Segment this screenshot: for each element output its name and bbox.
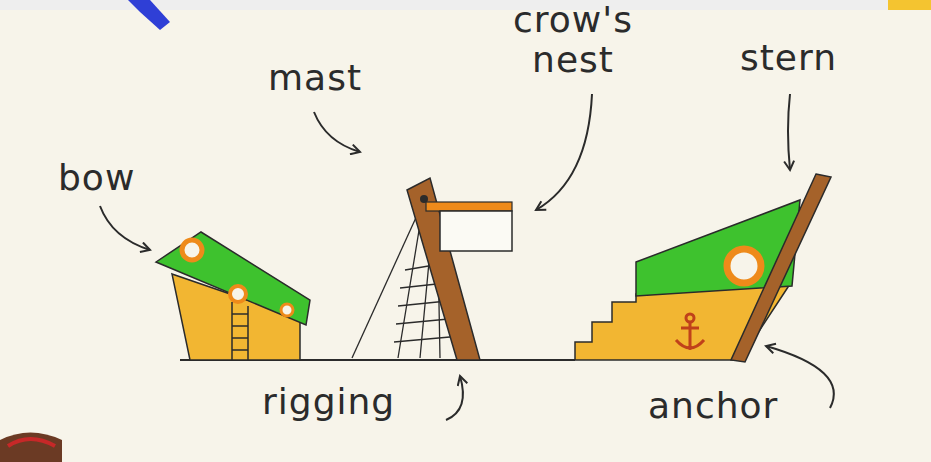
pointer-hand bbox=[128, 0, 170, 30]
anchor-body bbox=[676, 322, 704, 350]
leader-arrow bbox=[788, 94, 790, 170]
anchor-ring bbox=[686, 314, 694, 322]
ladder bbox=[232, 302, 248, 360]
part-label: bow bbox=[58, 158, 135, 198]
leader-arrow bbox=[536, 94, 592, 210]
part-label: mast bbox=[268, 58, 362, 98]
part-label: anchor bbox=[648, 386, 778, 426]
porthole bbox=[727, 249, 761, 283]
crows-nest-rail bbox=[426, 202, 512, 211]
porthole bbox=[281, 304, 293, 316]
stern-post bbox=[731, 174, 831, 362]
part-label: stern bbox=[740, 38, 837, 78]
leader-arrow bbox=[100, 206, 150, 250]
porthole bbox=[182, 240, 202, 260]
bow-panel bbox=[156, 232, 310, 325]
porthole bbox=[230, 286, 246, 302]
corner-face bbox=[0, 433, 62, 462]
rigging-rope bbox=[352, 200, 424, 358]
part-label: rigging bbox=[262, 382, 395, 422]
ladder-rungs bbox=[232, 302, 248, 360]
corner-tab bbox=[888, 0, 931, 10]
crows-nest-box bbox=[440, 211, 512, 251]
part-label: crow's nest bbox=[498, 0, 648, 80]
leader-arrow bbox=[314, 112, 360, 152]
corner-face-band bbox=[8, 439, 55, 446]
leader-arrow bbox=[446, 376, 463, 420]
anchor-symbol bbox=[676, 314, 704, 350]
